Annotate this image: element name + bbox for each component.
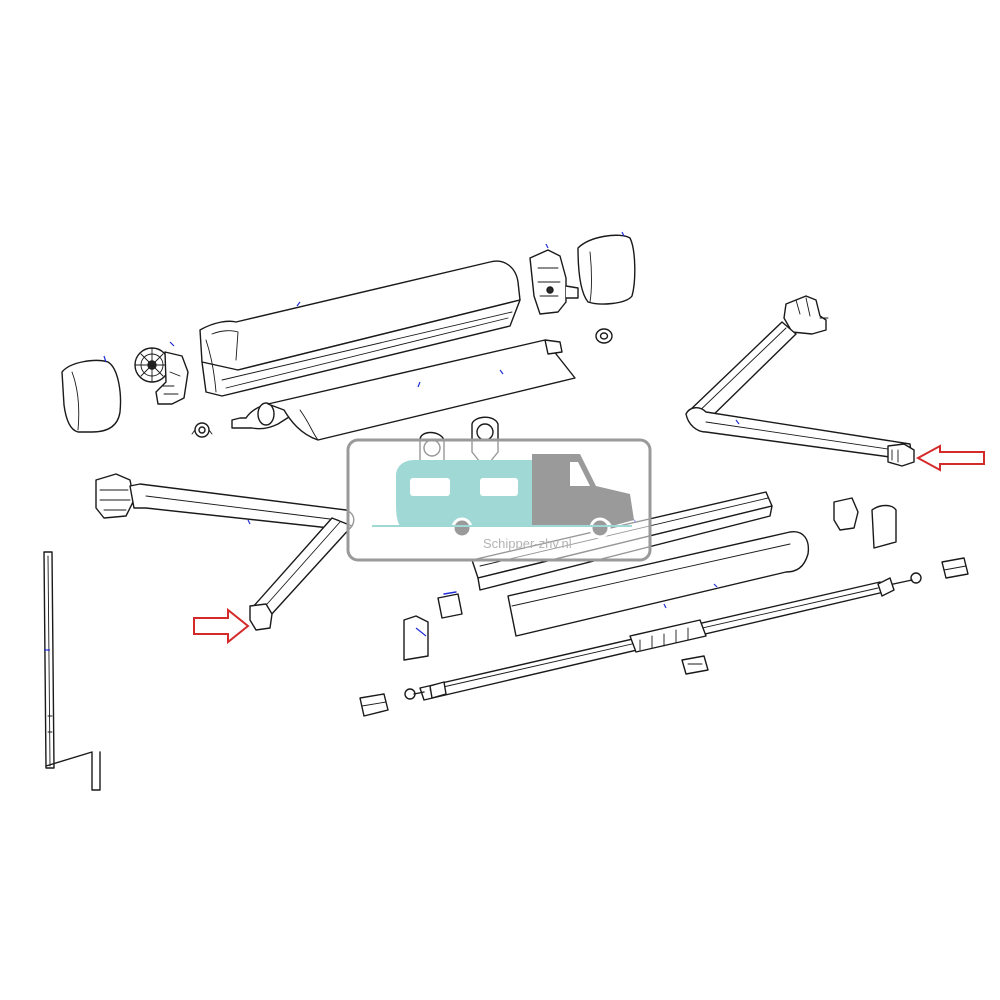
watermark-text: Schipper-zhv.nl — [483, 536, 572, 551]
roller-tube — [231, 339, 576, 441]
front-cover — [507, 531, 810, 637]
callout-arrow-left — [193, 607, 250, 645]
left-gear-unit — [134, 341, 189, 405]
cassette-housing — [199, 260, 521, 397]
left-end-cap — [61, 355, 122, 433]
callout-arrow-right — [915, 444, 985, 472]
left-bushing — [191, 422, 213, 438]
right-gear-unit — [529, 243, 579, 315]
small-parts — [359, 497, 969, 717]
right-end-cap — [577, 231, 636, 305]
watermark-logo: Schipper-zhv.nl — [346, 438, 652, 562]
right-bushing — [595, 328, 613, 344]
left-arm-assembly — [95, 473, 355, 631]
crank-handle — [43, 551, 101, 791]
lead-bar-assembly — [404, 572, 922, 701]
right-arm-assembly — [685, 295, 915, 467]
